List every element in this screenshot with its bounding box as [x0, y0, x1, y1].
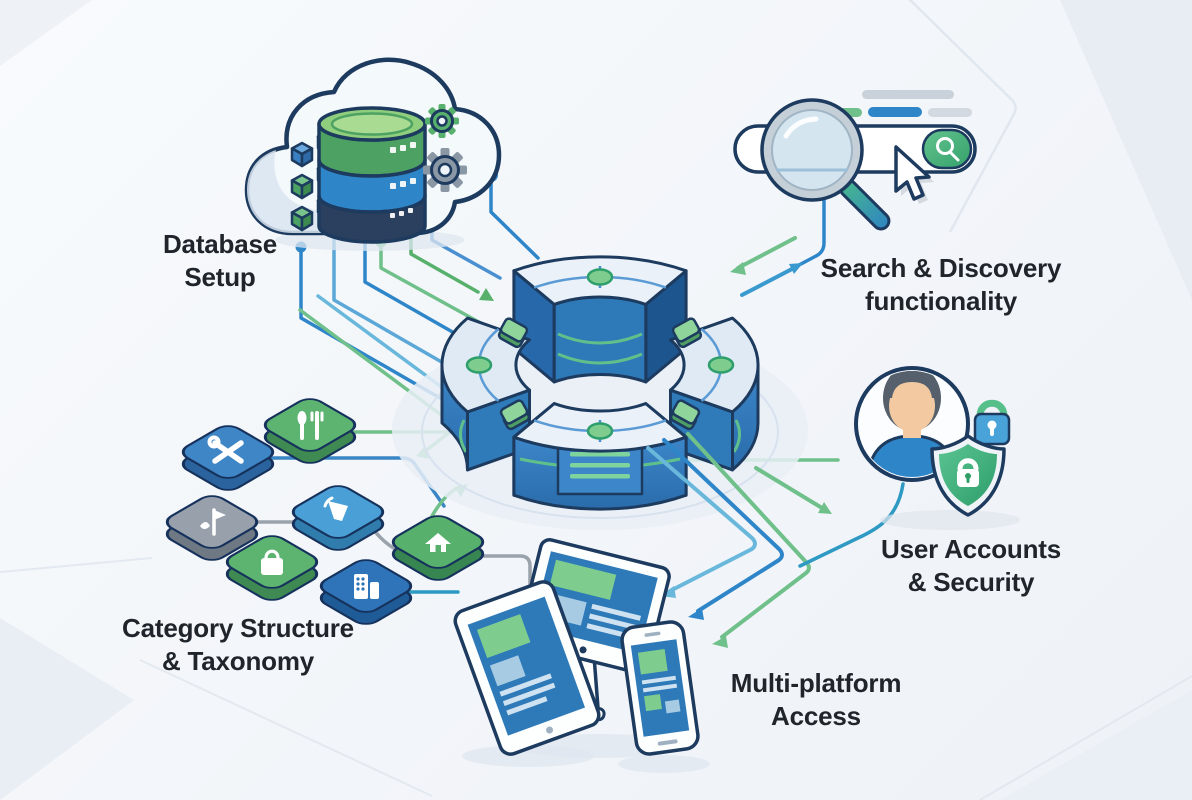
category-tile-home	[391, 515, 485, 581]
category-tile-glass	[291, 485, 385, 551]
category-tile-utensils	[263, 398, 357, 464]
food-utensils-icon	[297, 411, 324, 440]
search-widget	[733, 90, 977, 231]
search-arrows	[730, 170, 826, 297]
category-tile-goods	[165, 495, 259, 561]
database-cloud-group	[244, 57, 502, 251]
gear-icon-large	[423, 148, 467, 192]
label-database-setup: Database Setup	[100, 228, 340, 294]
label-line: functionality	[865, 285, 1017, 316]
device-phone	[620, 620, 700, 756]
search-button	[921, 128, 973, 170]
category-tile-building	[319, 559, 413, 625]
label-user-accounts: User Accounts & Security	[831, 533, 1111, 599]
gear-icon-small	[425, 104, 459, 138]
label-line: User Accounts	[881, 534, 1061, 564]
category-tile-tools	[181, 425, 275, 491]
category-tiles	[165, 398, 485, 625]
label-line: & Taxonomy	[161, 645, 315, 676]
ring-connector	[497, 317, 703, 349]
label-line: Category Structure	[122, 613, 354, 643]
label-line: Setup	[184, 261, 256, 292]
ring-connector	[499, 399, 701, 431]
device-arrows	[646, 432, 905, 648]
goods-icon	[200, 508, 226, 536]
drink-glass-icon	[323, 496, 348, 521]
building-icon	[354, 574, 379, 599]
database-cylinder-icon	[317, 106, 427, 244]
device-tablet	[453, 580, 601, 756]
label-line: & Security	[907, 566, 1035, 597]
search-skeleton-lines	[836, 90, 972, 117]
label-line: Access	[771, 700, 861, 731]
tools-icon	[207, 435, 244, 464]
padlock-icon	[973, 399, 1011, 446]
user-avatar-figure	[866, 371, 958, 477]
user-security-group	[854, 366, 1020, 530]
label-multiplatform-access: Multi-platform Access	[686, 667, 946, 733]
label-line: Database	[162, 229, 278, 259]
label-search-discovery: Search & Discovery functionality	[781, 252, 1101, 318]
search-button-icon	[936, 137, 960, 162]
label-line: Multi-platform	[730, 668, 902, 698]
label-line: Search & Discovery	[820, 253, 1062, 283]
ring-node	[465, 268, 735, 440]
ring-segment-back	[512, 255, 688, 384]
label-category-structure: Category Structure & Taxonomy	[78, 612, 398, 678]
cursor-icon	[894, 145, 934, 204]
home-icon	[425, 533, 451, 552]
magnifier-icon	[760, 98, 891, 231]
category-tile-bag	[225, 535, 319, 601]
segmented-ring-hub	[440, 255, 760, 511]
shopping-bag-icon	[261, 549, 283, 575]
shield-lock-icon	[930, 434, 1006, 517]
devices-group	[453, 538, 710, 773]
